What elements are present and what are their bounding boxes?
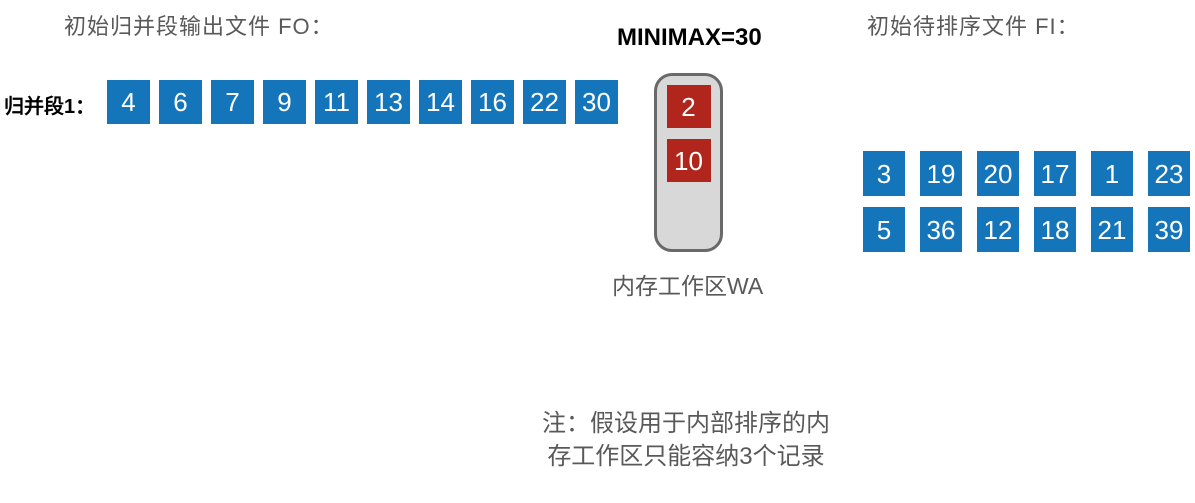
fi-record-cell: 23 xyxy=(1148,151,1190,196)
fi-record-cell: 1 xyxy=(1091,151,1133,196)
fo-record-row: 4 6 7 9 11 13 14 16 22 30 xyxy=(107,80,618,124)
fi-record-cell: 18 xyxy=(1034,207,1076,252)
fi-input-file-title: 初始待排序文件 FI： xyxy=(867,14,1080,39)
fi-record-cell: 5 xyxy=(863,207,905,252)
fi-record-cell: 19 xyxy=(920,151,962,196)
fo-record-cell: 7 xyxy=(211,80,254,124)
fi-record-grid: 3 19 20 17 1 23 5 36 12 18 21 39 xyxy=(863,151,1190,252)
fo-record-cell: 6 xyxy=(159,80,202,124)
fi-record-cell: 20 xyxy=(977,151,1019,196)
fo-record-cell: 14 xyxy=(419,80,462,124)
fo-record-cell: 22 xyxy=(523,80,566,124)
fo-record-cell: 9 xyxy=(263,80,306,124)
fo-record-cell: 4 xyxy=(107,80,150,124)
fi-record-cell: 36 xyxy=(920,207,962,252)
fo-record-cell: 11 xyxy=(315,80,358,124)
fo-record-cell: 30 xyxy=(575,80,618,124)
wa-record-cell: 2 xyxy=(666,85,711,128)
fo-output-file-title: 初始归并段输出文件 FO： xyxy=(64,14,334,39)
merge-segment-1-label: 归并段1： xyxy=(4,96,96,118)
fi-record-cell: 3 xyxy=(863,151,905,196)
memory-workarea-capsule: 2 10 xyxy=(654,73,723,252)
minimax-value-label: MINIMAX=30 xyxy=(617,24,762,51)
fi-record-cell: 21 xyxy=(1091,207,1133,252)
memory-workarea-label: 内存工作区WA xyxy=(612,273,764,299)
footnote-text: 注：假设用于内部排序的内 存工作区只能容纳3个记录 xyxy=(542,410,830,470)
fo-record-cell: 13 xyxy=(367,80,410,124)
fi-record-cell: 39 xyxy=(1148,207,1190,252)
fi-record-cell: 17 xyxy=(1034,151,1076,196)
fo-record-cell: 16 xyxy=(471,80,514,124)
fi-record-cell: 12 xyxy=(977,207,1019,252)
wa-record-cell: 10 xyxy=(666,139,711,182)
